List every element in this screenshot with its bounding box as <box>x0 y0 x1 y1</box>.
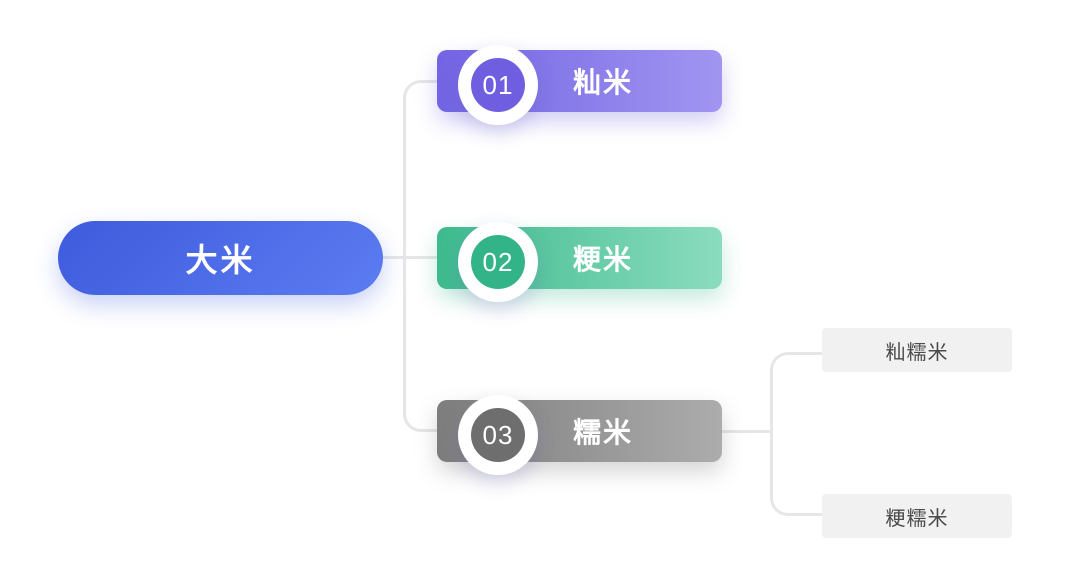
branch-bar-3: 03 糯米 <box>437 395 722 475</box>
child-node-1: 籼糯米 <box>822 328 1012 372</box>
branch-2-badge: 02 <box>458 222 538 302</box>
connector-main-bracket <box>403 80 437 432</box>
branch-1-number: 01 <box>482 69 514 100</box>
branch-bar-2: 02 粳米 <box>437 222 722 302</box>
branch-1-badge-circle: 01 <box>471 58 525 112</box>
connector-branch3-horizontal <box>722 430 770 433</box>
child-node-2-label: 粳糯米 <box>885 507 949 530</box>
branch-1-label: 籼米 <box>573 67 634 98</box>
connector-root-horizontal <box>383 256 437 259</box>
branch-1-badge: 01 <box>458 45 538 125</box>
branch-2-number: 02 <box>482 246 514 277</box>
connector-sub-bracket <box>770 352 822 516</box>
branch-2-label: 粳米 <box>573 244 634 275</box>
branch-3-label: 糯米 <box>573 417 634 448</box>
root-node-label: 大米 <box>185 242 256 278</box>
branch-3-badge: 03 <box>458 395 538 475</box>
branch-3-badge-circle: 03 <box>471 408 525 462</box>
root-node: 大米 <box>58 221 383 295</box>
child-node-2: 粳糯米 <box>822 494 1012 538</box>
branch-3-number: 03 <box>482 419 514 450</box>
child-node-1-label: 籼糯米 <box>885 341 949 364</box>
branch-bar-1: 01 籼米 <box>437 45 722 125</box>
branch-2-badge-circle: 02 <box>471 235 525 289</box>
